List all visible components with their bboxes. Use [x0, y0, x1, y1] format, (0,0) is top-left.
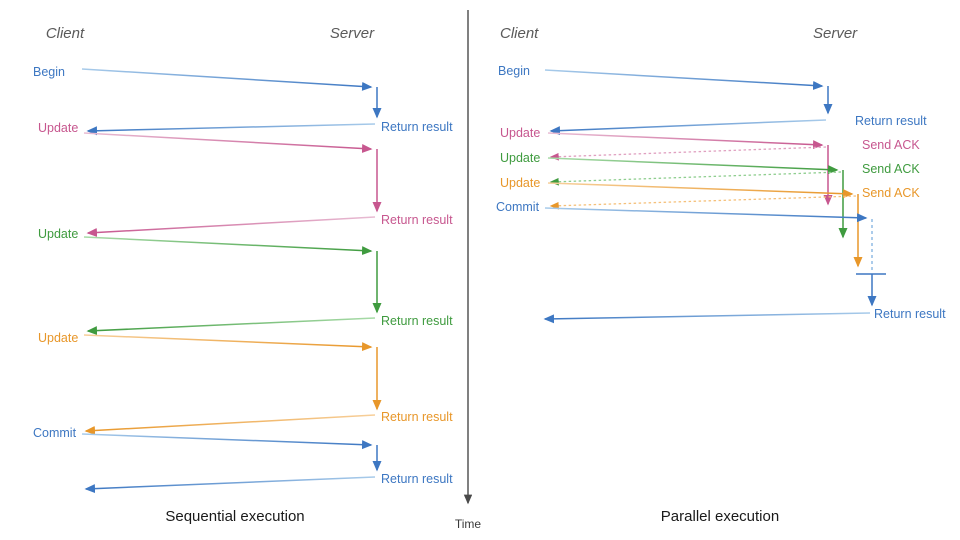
panel-title-sequential: Sequential execution — [165, 508, 304, 525]
arrow-update3-request — [83, 334, 373, 352]
message-label-update-3: Update — [38, 331, 78, 345]
message-group-update-2 — [83, 236, 382, 336]
message-group-update-3-parallel — [547, 182, 863, 268]
arrow-update3-request-parallel — [547, 182, 854, 199]
message-label-update-2-parallel: Update — [500, 151, 540, 165]
message-label-begin-parallel: Begin — [498, 64, 530, 78]
arrow-update1-request-parallel — [547, 132, 824, 150]
message-label-return-5: Return result — [381, 472, 453, 486]
time-axis-label: Time — [455, 517, 482, 531]
arrow-commit-response — [84, 476, 376, 494]
message-label-return-3: Return result — [381, 314, 453, 328]
message-label-commit: Commit — [33, 426, 77, 440]
message-label-return-1: Return result — [381, 120, 453, 134]
message-label-ack-3-parallel: Send ACK — [862, 186, 920, 200]
arrow-update3-ack-parallel — [549, 195, 857, 210]
message-label-return-2: Return result — [381, 213, 453, 227]
arrow-begin-response — [86, 123, 376, 136]
actor-label-server: Server — [330, 25, 375, 42]
message-label-return-1-parallel: Return result — [855, 114, 927, 128]
arrow-update2-response — [86, 317, 376, 336]
message-group-update-1-parallel — [547, 132, 833, 206]
message-label-update-2: Update — [38, 227, 78, 241]
arrow-commit-request-parallel — [544, 207, 868, 223]
message-label-ack-2-parallel: Send ACK — [862, 162, 920, 176]
arrow-update2-request-parallel — [547, 157, 839, 175]
message-label-commit-parallel: Commit — [496, 200, 540, 214]
message-group-commit-parallel — [543, 207, 886, 324]
message-group-update-3 — [83, 334, 382, 435]
actor-label-server-parallel: Server — [813, 25, 858, 42]
arrow-update1-response — [86, 216, 376, 237]
arrow-begin-request-parallel — [544, 69, 824, 90]
arrow-update2-ack-parallel — [549, 171, 842, 186]
message-label-begin: Begin — [33, 65, 65, 79]
arrow-update2-request — [83, 236, 373, 256]
arrow-begin-request — [81, 68, 373, 91]
panel-parallel: Client Server — [496, 25, 946, 525]
message-label-return-2-parallel: Return result — [874, 307, 946, 321]
message-group-update-2-parallel — [547, 157, 848, 239]
arrow-update1-ack-parallel — [549, 146, 827, 161]
actor-label-client: Client — [46, 25, 85, 42]
message-group-commit — [81, 433, 382, 494]
panel-title-parallel: Parallel execution — [661, 508, 779, 525]
arrow-commit-response-parallel — [543, 312, 871, 324]
arrow-begin-response-parallel — [549, 119, 827, 136]
actor-label-client-parallel: Client — [500, 25, 539, 42]
message-label-return-4: Return result — [381, 410, 453, 424]
message-group-update-1 — [83, 132, 382, 237]
arrow-commit-request — [81, 433, 373, 450]
message-label-update-1-parallel: Update — [500, 126, 540, 140]
panel-sequential: Client Server — [33, 25, 453, 525]
message-label-update-1: Update — [38, 121, 78, 135]
arrow-update1-request — [83, 132, 373, 153]
message-label-ack-1-parallel: Send ACK — [862, 138, 920, 152]
message-group-begin — [81, 68, 382, 136]
message-group-begin-parallel — [544, 69, 833, 136]
time-axis: Time — [455, 10, 482, 531]
arrow-update3-response — [84, 414, 376, 435]
message-label-update-3-parallel: Update — [500, 176, 540, 190]
